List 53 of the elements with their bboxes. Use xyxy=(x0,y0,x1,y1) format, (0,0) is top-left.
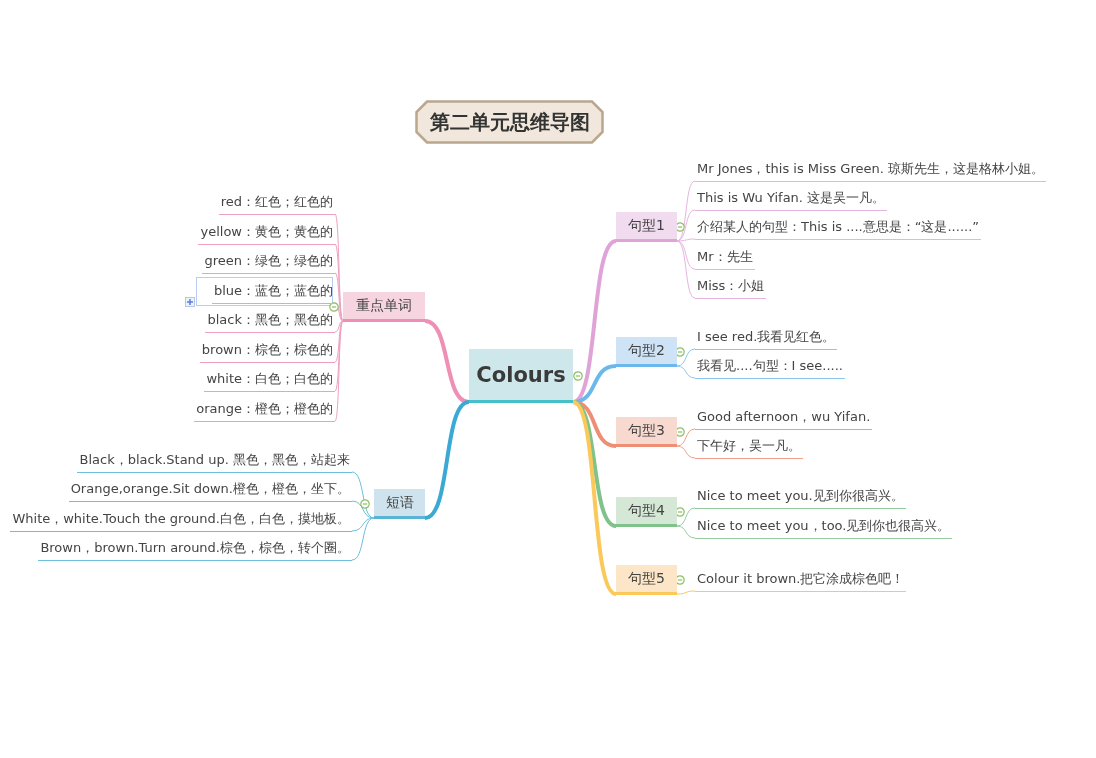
connector xyxy=(676,348,696,367)
underlined-text: 下午好，吴一凡。 xyxy=(695,435,803,459)
branch-box: 重点单词 xyxy=(343,292,425,322)
connector xyxy=(334,320,344,363)
connector xyxy=(351,517,375,561)
underlined-text: Orange,orange.Sit down.橙色，橙色，坐下。 xyxy=(68,478,352,502)
underlined-text: 我看见....句型：I see..... xyxy=(695,355,845,379)
connector xyxy=(351,471,375,519)
underlined-text: orange：橙色；橙色的 xyxy=(194,398,335,422)
underlined-text: White，white.Touch the ground.白色，白色，摸地板。 xyxy=(10,508,352,532)
branch-box: 句型3 xyxy=(616,417,677,447)
underlined-text: brown：棕色；棕色的 xyxy=(199,339,335,363)
underlined-text: Nice to meet you，too.见到你也很高兴。 xyxy=(695,515,953,539)
title-banner: 第二单元思维导图 xyxy=(415,100,604,144)
underlined-text: Brown，brown.Turn around.棕色，棕色，转个圈。 xyxy=(38,537,352,561)
underlined-text: Nice to meet you.见到你很高兴。 xyxy=(695,485,906,509)
underlined-text: Mr：先生 xyxy=(695,246,755,270)
connector xyxy=(351,500,375,519)
branch-box: 句型4 xyxy=(616,497,677,527)
underlined-text: Good afternoon，wu Yifan. xyxy=(695,406,873,430)
underlined-text: white：白色；白色的 xyxy=(204,368,335,392)
connector xyxy=(676,590,696,595)
underlined-text: This is Wu Yifan. 这是吴一凡。 xyxy=(695,187,888,211)
branch-box: 短语 xyxy=(374,489,425,519)
connector xyxy=(334,320,344,422)
central-topic-box: Colours xyxy=(469,349,573,403)
branch-box: 句型1 xyxy=(616,212,677,242)
underlined-text: green：绿色；绿色的 xyxy=(202,250,335,274)
underlined-text: 介绍某人的句型：This is ....意思是：“这是......” xyxy=(695,216,981,240)
connector xyxy=(676,445,696,459)
branch-connector xyxy=(424,319,470,404)
branch-box: 句型5 xyxy=(616,565,677,595)
connector xyxy=(334,320,344,392)
connector xyxy=(334,320,344,333)
underlined-text: Miss：小姐 xyxy=(695,275,767,299)
connector xyxy=(676,209,696,242)
underlined-text: red：红色；红色的 xyxy=(218,191,335,215)
connector xyxy=(676,365,696,379)
connector xyxy=(676,525,696,539)
underlined-text: Colour it brown.把它涂成棕色吧！ xyxy=(695,568,907,592)
underlined-text: yellow：黄色；黄色的 xyxy=(198,221,335,245)
underlined-text: blue：蓝色；蓝色的 xyxy=(211,280,335,304)
connector xyxy=(676,240,696,299)
branch-box: 句型2 xyxy=(616,337,677,367)
underlined-text: Mr Jones，this is Miss Green. 琼斯先生，这是格林小姐。 xyxy=(695,158,1046,182)
connector xyxy=(334,272,344,322)
branch-connector xyxy=(424,400,470,520)
connector xyxy=(676,238,696,242)
connector xyxy=(676,428,696,447)
underlined-text: I see red.我看见红色。 xyxy=(695,326,838,350)
branch-connector xyxy=(571,400,618,596)
connector xyxy=(676,507,696,527)
underlined-text: Black，black.Stand up. 黑色，黑色，站起来 xyxy=(77,449,352,473)
